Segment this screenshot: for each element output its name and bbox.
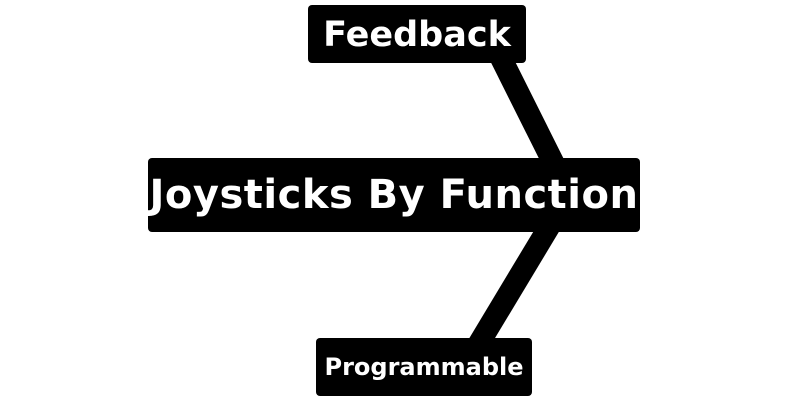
branch-label-programmable: Programmable (324, 353, 524, 381)
branch-label-feedback: Feedback (323, 15, 511, 55)
branch-node-feedback: Feedback (308, 5, 526, 63)
root-label: Joysticks By Function (149, 172, 639, 218)
connector-root-to-programmable (468, 216, 562, 351)
connector-root-to-feedback (488, 47, 568, 177)
branch-node-programmable: Programmable (316, 338, 532, 396)
root-node: Joysticks By Function (148, 158, 640, 232)
